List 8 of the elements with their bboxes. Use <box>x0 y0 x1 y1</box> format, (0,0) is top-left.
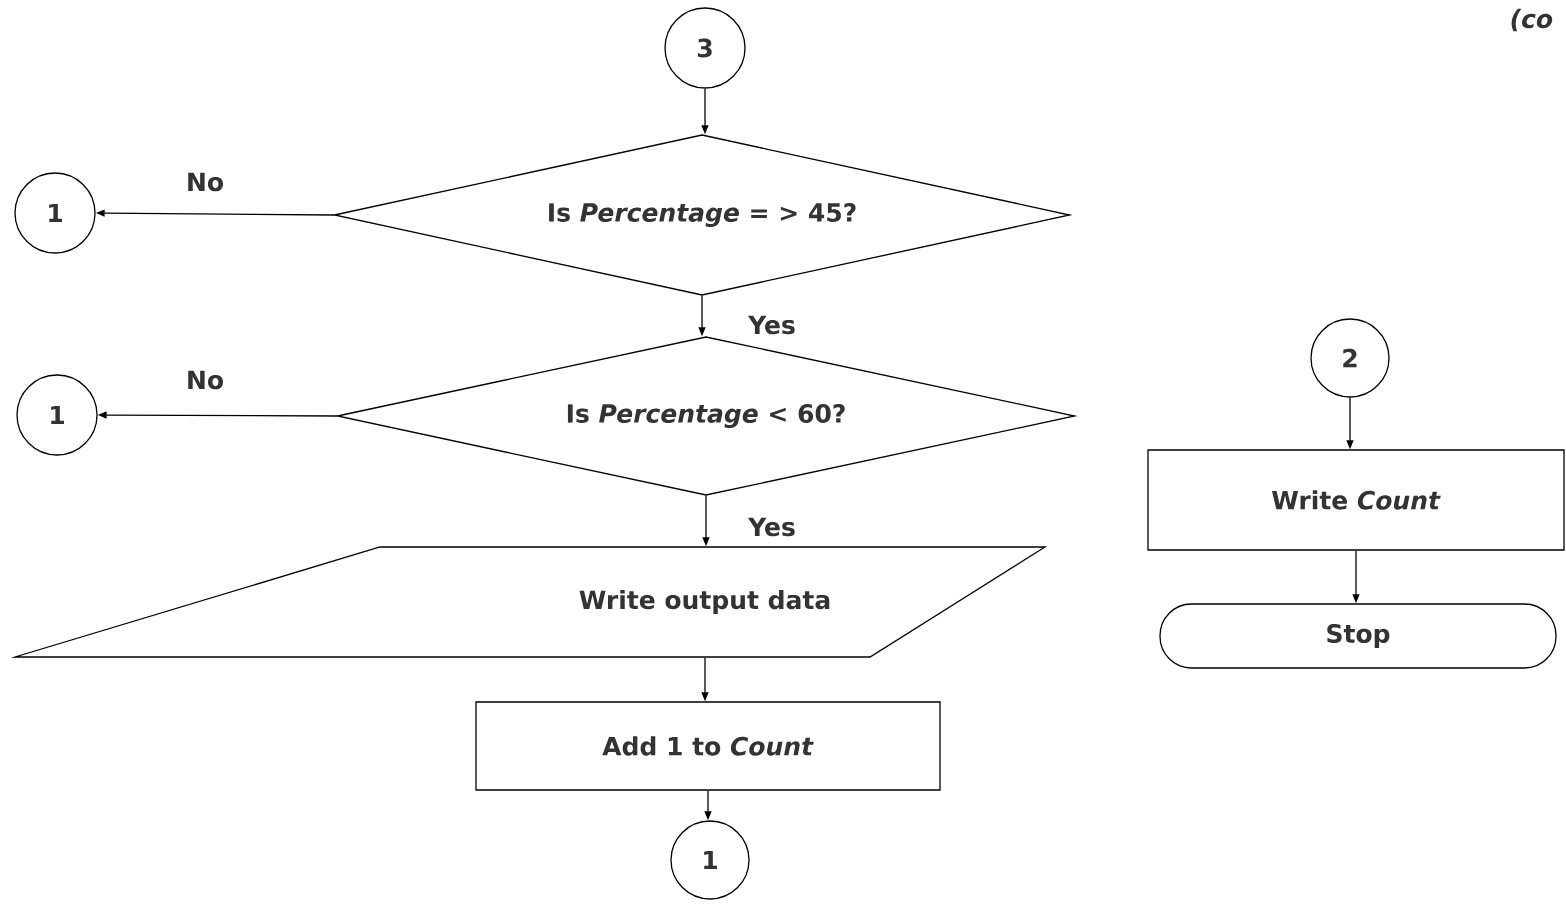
process-box: Write Count <box>1147 449 1565 551</box>
edge-label: Yes <box>747 517 795 537</box>
process-box: Add 1 to Count <box>475 701 941 791</box>
terminal-box: Stop <box>1159 603 1557 669</box>
edge-label: No <box>188 172 223 192</box>
edge-label: No <box>188 370 223 390</box>
continuation-note: (co <box>1511 8 1553 32</box>
edge-label: Yes <box>747 315 795 335</box>
